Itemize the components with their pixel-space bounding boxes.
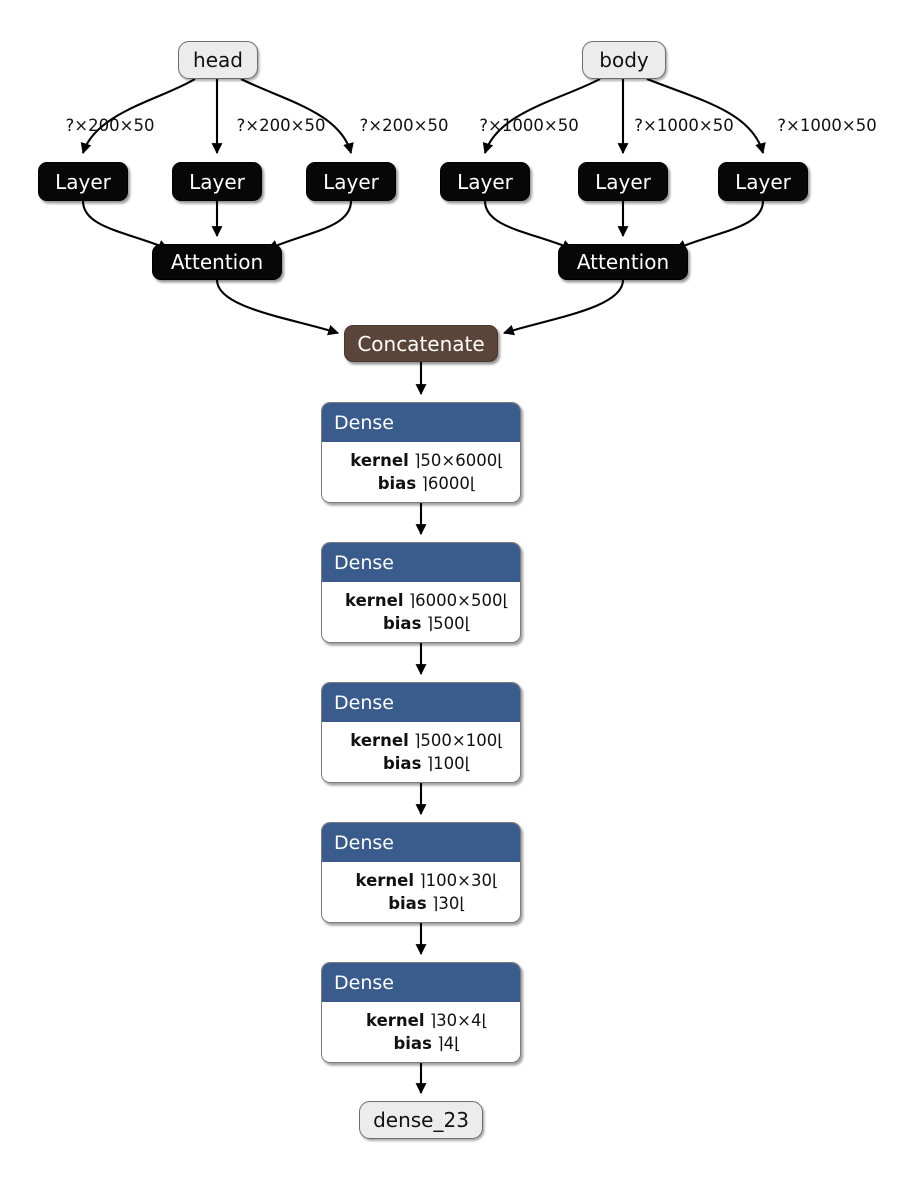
layer-node-1[interactable]: Layer bbox=[38, 162, 128, 201]
edge-label-head-2: ?×200×50 bbox=[236, 116, 326, 135]
dense-node-2-title: Dense bbox=[322, 543, 520, 582]
dense-node-1[interactable]: Dense kernel ⌉50×6000⌊ bias ⌉6000⌊ bbox=[321, 402, 521, 503]
dense-node-3-param-kernel-shape: ⌉500×100⌊ bbox=[414, 731, 504, 750]
edge-layer1-attention-left bbox=[81, 200, 170, 251]
dense-node-4-param-kernel-name: kernel bbox=[355, 871, 414, 890]
edge-layer6-attention-right bbox=[674, 200, 765, 251]
layer-node-5[interactable]: Layer bbox=[578, 162, 668, 201]
attention-node-left-label: Attention bbox=[170, 250, 264, 274]
dense-node-2-params: kernel ⌉6000×500⌊ bias ⌉500⌊ bbox=[322, 582, 520, 642]
dense-node-4-param-kernel-shape: ⌉100×30⌊ bbox=[419, 871, 499, 890]
layer-node-1-label: Layer bbox=[55, 169, 111, 194]
dense-node-5-param-kernel-name: kernel bbox=[366, 1011, 425, 1030]
dense-node-2-param-bias-name: bias bbox=[382, 614, 422, 634]
layer-node-2[interactable]: Layer bbox=[172, 162, 262, 201]
edge-attention-right-concat bbox=[502, 279, 625, 336]
edge-layer3-attention-left bbox=[266, 200, 353, 251]
dense-node-2-param-kernel-name: kernel bbox=[345, 591, 404, 610]
edge-label-head-3: ?×200×50 bbox=[359, 116, 449, 135]
dense-node-3-param-kernel: kernel ⌉500×100⌊ bbox=[334, 729, 520, 752]
edge-label-body-3: ?×1000×50 bbox=[777, 116, 877, 135]
attention-node-left[interactable]: Attention bbox=[152, 244, 282, 280]
dense-node-1-param-kernel-name: kernel bbox=[350, 451, 409, 470]
dense-node-2-param-kernel-shape: ⌉6000×500⌊ bbox=[408, 591, 509, 610]
dense-node-5[interactable]: Dense kernel ⌉30×4⌊ bias ⌉4⌊ bbox=[321, 962, 521, 1063]
layer-node-3[interactable]: Layer bbox=[306, 162, 396, 201]
edge-label-body-2: ?×1000×50 bbox=[634, 116, 734, 135]
layer-node-6[interactable]: Layer bbox=[718, 162, 808, 201]
dense-node-1-title: Dense bbox=[322, 403, 520, 442]
dense-node-4[interactable]: Dense kernel ⌉100×30⌊ bias ⌉30⌊ bbox=[321, 822, 521, 923]
dense-node-4-param-bias-shape: ⌉30⌊ bbox=[431, 894, 466, 914]
attention-node-right-label: Attention bbox=[576, 250, 670, 274]
dense-node-3[interactable]: Dense kernel ⌉500×100⌊ bias ⌉100⌊ bbox=[321, 682, 521, 783]
edge-attention-left-concat bbox=[215, 279, 340, 336]
dense-node-4-param-kernel: kernel ⌉100×30⌊ bbox=[334, 869, 520, 892]
input-node-body-label: body bbox=[599, 48, 649, 72]
layer-node-5-label: Layer bbox=[595, 169, 651, 194]
input-node-head[interactable]: head bbox=[178, 41, 258, 79]
dense-node-5-title: Dense bbox=[322, 963, 520, 1002]
output-node-dense-23[interactable]: dense_23 bbox=[359, 1101, 483, 1139]
dense-node-3-params: kernel ⌉500×100⌊ bias ⌉100⌊ bbox=[322, 722, 520, 782]
dense-node-2-param-bias-shape: ⌉500⌊ bbox=[426, 614, 472, 634]
dense-node-4-params: kernel ⌉100×30⌊ bias ⌉30⌊ bbox=[322, 862, 520, 922]
layer-node-4-label: Layer bbox=[457, 169, 513, 194]
concatenate-node[interactable]: Concatenate bbox=[344, 325, 498, 362]
dense-node-1-param-bias-name: bias bbox=[377, 474, 417, 494]
dense-node-2[interactable]: Dense kernel ⌉6000×500⌊ bias ⌉500⌊ bbox=[321, 542, 521, 643]
dense-node-2-param-bias: bias ⌉500⌊ bbox=[334, 612, 520, 635]
dense-node-2-param-kernel: kernel ⌉6000×500⌊ bbox=[334, 589, 520, 612]
dense-node-1-param-bias-shape: ⌉6000⌊ bbox=[421, 474, 477, 494]
dense-node-1-param-kernel-shape: ⌉50×6000⌊ bbox=[414, 451, 504, 470]
dense-node-4-param-bias-name: bias bbox=[388, 894, 427, 914]
dense-node-5-param-kernel-shape: ⌉30×4⌊ bbox=[429, 1011, 488, 1030]
layer-node-2-label: Layer bbox=[189, 169, 245, 194]
layer-node-6-label: Layer bbox=[735, 169, 791, 194]
dense-node-1-param-bias: bias ⌉6000⌊ bbox=[334, 472, 520, 495]
layer-node-3-label: Layer bbox=[323, 169, 379, 194]
input-node-body[interactable]: body bbox=[582, 41, 666, 79]
dense-node-1-params: kernel ⌉50×6000⌊ bias ⌉6000⌊ bbox=[322, 442, 520, 502]
dense-node-3-param-bias-name: bias bbox=[382, 754, 422, 774]
dense-node-5-param-kernel: kernel ⌉30×4⌊ bbox=[334, 1009, 520, 1032]
dense-node-5-params: kernel ⌉30×4⌊ bias ⌉4⌊ bbox=[322, 1002, 520, 1062]
dense-node-3-param-bias-shape: ⌉100⌊ bbox=[426, 754, 472, 774]
dense-node-5-param-bias: bias ⌉4⌊ bbox=[334, 1032, 520, 1055]
attention-node-right[interactable]: Attention bbox=[558, 244, 688, 280]
layer-node-4[interactable]: Layer bbox=[440, 162, 530, 201]
dense-node-4-title: Dense bbox=[322, 823, 520, 862]
input-node-head-label: head bbox=[193, 48, 243, 72]
dense-node-1-param-kernel: kernel ⌉50×6000⌊ bbox=[334, 449, 520, 472]
output-node-dense-23-label: dense_23 bbox=[373, 1108, 469, 1132]
edge-layer4-attention-right bbox=[483, 200, 574, 251]
dense-node-3-param-kernel-name: kernel bbox=[350, 731, 409, 750]
dense-node-3-title: Dense bbox=[322, 683, 520, 722]
dense-node-3-param-bias: bias ⌉100⌊ bbox=[334, 752, 520, 775]
concatenate-node-label: Concatenate bbox=[357, 331, 485, 356]
dense-node-4-param-bias: bias ⌉30⌊ bbox=[334, 892, 520, 915]
edge-label-body-1: ?×1000×50 bbox=[479, 116, 579, 135]
dense-node-5-param-bias-name: bias bbox=[393, 1034, 432, 1054]
dense-node-5-param-bias-shape: ⌉4⌊ bbox=[437, 1034, 461, 1054]
edge-label-head-1: ?×200×50 bbox=[65, 116, 155, 135]
